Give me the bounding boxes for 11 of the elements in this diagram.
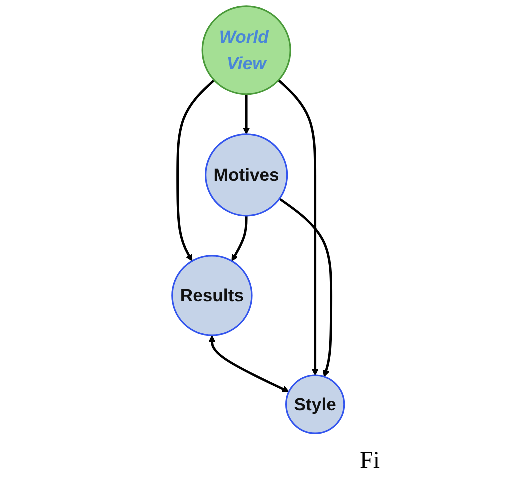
arrow xyxy=(231,216,248,262)
arrow xyxy=(176,80,215,262)
node-circle: Style xyxy=(285,374,345,434)
arrow xyxy=(278,198,332,378)
arrow xyxy=(278,80,318,376)
node-circle: Motives xyxy=(204,134,288,217)
caption-fragment: Fi xyxy=(360,448,380,474)
node-circle: Results xyxy=(171,255,252,336)
arrow xyxy=(242,94,250,135)
node-circle: World View xyxy=(201,6,291,96)
arrow xyxy=(208,336,290,393)
